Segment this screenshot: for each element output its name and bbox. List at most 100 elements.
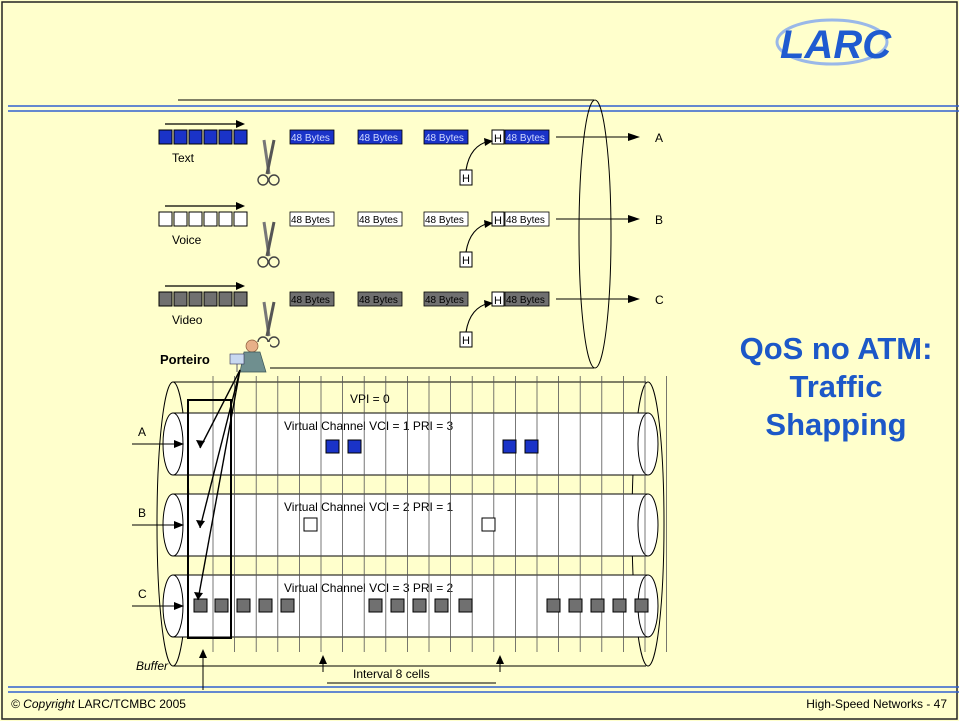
channel-input-label: A bbox=[138, 425, 146, 439]
output-arrow-head bbox=[628, 295, 640, 303]
segment-label: 48 Bytes bbox=[506, 133, 545, 144]
buffer-arrows bbox=[194, 370, 240, 600]
cell-c bbox=[215, 599, 228, 612]
stream-block bbox=[204, 292, 217, 306]
segment-label: 48 Bytes bbox=[506, 215, 545, 226]
scissors-group bbox=[258, 140, 279, 347]
cell-a bbox=[326, 440, 339, 453]
title-line-2: Traffic bbox=[716, 368, 956, 406]
output-label: B bbox=[655, 213, 663, 227]
header-label-separate: H bbox=[462, 335, 470, 347]
output-arrow-head bbox=[628, 133, 640, 141]
input-arrow-head bbox=[236, 202, 245, 210]
segment-label: 48 Bytes bbox=[425, 295, 464, 306]
source-text: Text48 Bytes48 Bytes48 Bytes48 BytesHHA bbox=[159, 120, 663, 185]
vpi-label: VPI = 0 bbox=[350, 392, 390, 406]
header-label-separate: H bbox=[462, 173, 470, 185]
slide-title: QoS no ATM: Traffic Shapping bbox=[716, 330, 956, 444]
title-line-1: QoS no ATM: bbox=[716, 330, 956, 368]
segment-label: 48 Bytes bbox=[359, 215, 398, 226]
cell-b bbox=[304, 518, 317, 531]
segment-label: 48 Bytes bbox=[291, 133, 330, 144]
stream-block bbox=[234, 130, 247, 144]
buffer-arrow bbox=[198, 370, 240, 600]
footer-copyright: © Copyright LARC/TCMBC 2005 bbox=[11, 697, 186, 711]
output-label: C bbox=[655, 293, 664, 307]
stream-block bbox=[174, 212, 187, 226]
segment-label: 48 Bytes bbox=[359, 133, 398, 144]
cell-c bbox=[435, 599, 448, 612]
scissors-icon bbox=[258, 302, 279, 347]
cell-c bbox=[259, 599, 272, 612]
buffer-pointer bbox=[199, 649, 207, 690]
stream-block bbox=[174, 130, 187, 144]
stream-label: Text bbox=[172, 151, 195, 165]
interval-label: Interval 8 cells bbox=[353, 667, 430, 681]
segment-label: 48 Bytes bbox=[291, 295, 330, 306]
channel-right-end bbox=[638, 413, 658, 475]
cell-c bbox=[569, 599, 582, 612]
header-label: H bbox=[494, 215, 502, 227]
header-label-separate: H bbox=[462, 255, 470, 267]
header-label: H bbox=[494, 133, 502, 145]
segment-label: 48 Bytes bbox=[359, 295, 398, 306]
segment-label: 48 Bytes bbox=[291, 215, 330, 226]
stream-block bbox=[219, 292, 232, 306]
stream-block bbox=[159, 130, 172, 144]
cell-b bbox=[482, 518, 495, 531]
stream-block bbox=[159, 212, 172, 226]
channel-input-label: C bbox=[138, 587, 147, 601]
cell-c bbox=[237, 599, 250, 612]
cell-c bbox=[635, 599, 648, 612]
stream-block bbox=[219, 212, 232, 226]
stream-block bbox=[159, 292, 172, 306]
stream-block bbox=[189, 212, 202, 226]
copyright-rest: LARC/TCMBC 2005 bbox=[75, 697, 186, 711]
title-line-3: Shapping bbox=[716, 406, 956, 444]
cell-c bbox=[413, 599, 426, 612]
output-label: A bbox=[655, 131, 663, 145]
cell-a bbox=[348, 440, 361, 453]
person-icon bbox=[228, 340, 270, 372]
cell-c bbox=[369, 599, 382, 612]
cell-c bbox=[547, 599, 560, 612]
stream-block bbox=[204, 212, 217, 226]
stream-block bbox=[204, 130, 217, 144]
channel-a: Virtual Channel VCI = 1 PRI = 3 A bbox=[132, 413, 658, 475]
header-curve bbox=[466, 223, 490, 252]
header-label: H bbox=[494, 295, 502, 307]
cell-c bbox=[391, 599, 404, 612]
scissors-icon bbox=[258, 140, 279, 185]
output-arrow-head bbox=[628, 215, 640, 223]
cell-a bbox=[525, 440, 538, 453]
channel-b: Virtual Channel VCI = 2 PRI = 1B bbox=[132, 494, 658, 556]
stream-block bbox=[234, 212, 247, 226]
footer-page: High-Speed Networks - 47 bbox=[806, 697, 947, 711]
blade bbox=[267, 140, 274, 174]
buffer-label: Buffer bbox=[136, 659, 169, 673]
channel-label: Virtual Channel VCI = 1 PRI = 3 bbox=[284, 419, 454, 433]
cell-c bbox=[613, 599, 626, 612]
stream-block bbox=[219, 130, 232, 144]
handle bbox=[258, 257, 268, 267]
header-curve bbox=[466, 141, 490, 170]
blade bbox=[267, 302, 274, 336]
cell-c bbox=[281, 599, 294, 612]
header-curve bbox=[466, 303, 490, 332]
segment-label: 48 Bytes bbox=[425, 133, 464, 144]
channel-input-label: B bbox=[138, 506, 146, 520]
cell-c bbox=[459, 599, 472, 612]
handle bbox=[258, 175, 268, 185]
stream-label: Voice bbox=[172, 233, 202, 247]
handle bbox=[269, 257, 279, 267]
handle bbox=[269, 175, 279, 185]
channel-label: Virtual Channel VCI = 3 PRI = 2 bbox=[284, 581, 454, 595]
copyright-em: © Copyright bbox=[11, 697, 75, 711]
handle bbox=[269, 337, 279, 347]
cell-a bbox=[503, 440, 516, 453]
stream-block bbox=[174, 292, 187, 306]
scissors-icon bbox=[258, 222, 279, 267]
